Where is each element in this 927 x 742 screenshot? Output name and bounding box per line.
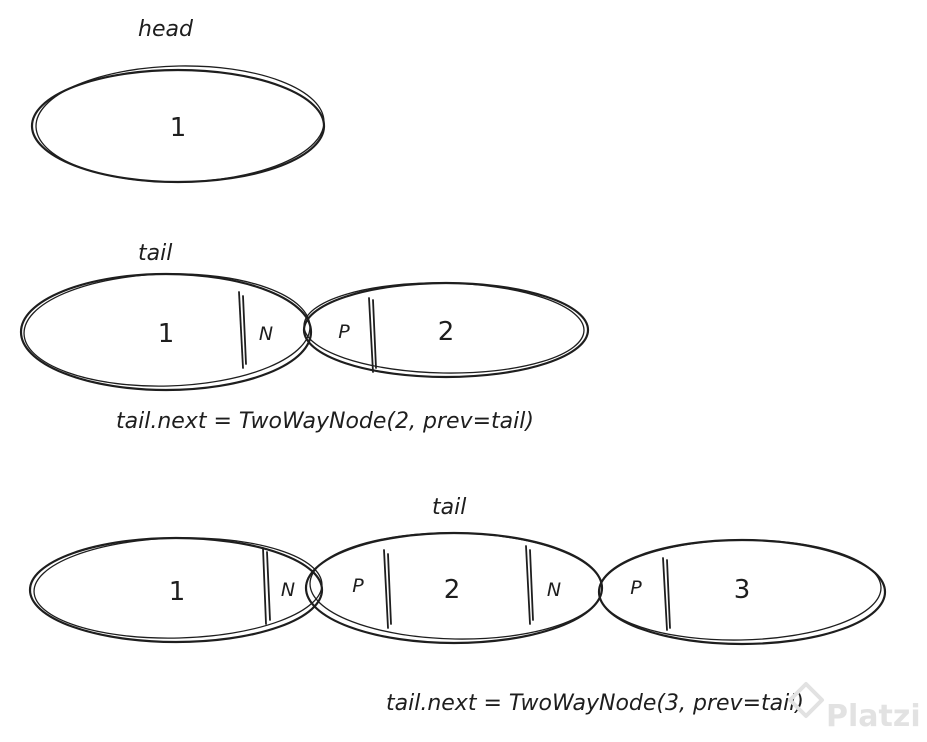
node-value: 2 (438, 317, 455, 347)
node-2: P 2 N (304, 531, 604, 645)
code-line: tail.next = TwoWayNode(3, prev=tail) (386, 691, 804, 716)
platzi-logo-icon (788, 682, 824, 718)
scene-two-nodes: tail 1 N P 2 tail.next = TwoWayNode(2, p… (19, 241, 590, 434)
node-3: P 3 (597, 538, 887, 646)
node-1: 1 N (28, 536, 324, 644)
tail-label: tail (138, 241, 172, 266)
node-value: 2 (444, 575, 461, 605)
prev-pointer-label: P (338, 321, 350, 343)
watermark-text: Platzi (826, 699, 921, 734)
node-1: 1 N (19, 272, 313, 392)
next-pointer-label: N (259, 323, 273, 345)
head-label: head (138, 17, 194, 42)
scene-three-nodes: tail 1 N P 2 N P 3 tai (28, 495, 887, 716)
tail-label: tail (432, 495, 466, 520)
code-line: tail.next = TwoWayNode(2, prev=tail) (116, 409, 534, 434)
next-pointer-label: N (547, 579, 561, 601)
node-value: 1 (170, 113, 187, 143)
node-value: 3 (734, 575, 751, 605)
prev-pointer-label: P (630, 577, 642, 599)
next-pointer-label: N (281, 579, 295, 601)
scene-head: head 1 (30, 17, 326, 184)
node-1-single: 1 (30, 65, 326, 184)
prev-pointer-label: P (352, 575, 364, 597)
node-value: 1 (158, 319, 175, 349)
node-2: P 2 (302, 281, 590, 379)
node-value: 1 (169, 577, 186, 607)
platzi-watermark: Platzi (788, 682, 921, 734)
